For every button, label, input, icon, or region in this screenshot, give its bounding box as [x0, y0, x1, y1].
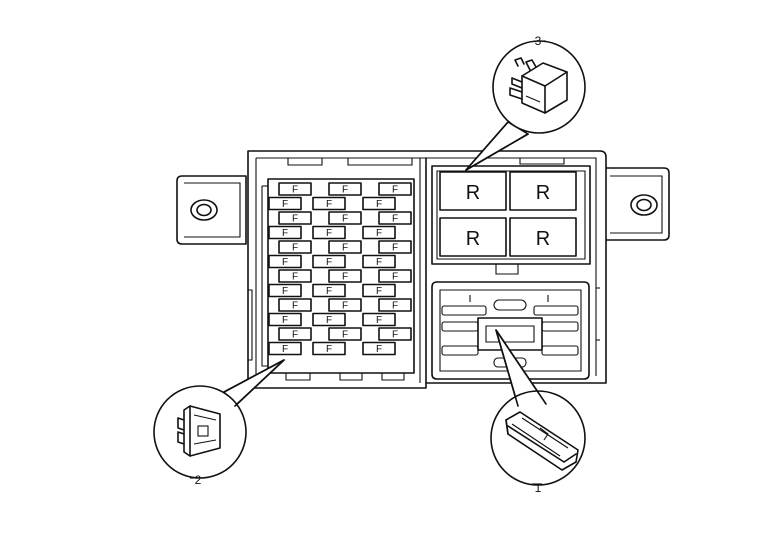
- fuse-label: F: [342, 214, 348, 225]
- callout-number-3: 3: [535, 34, 542, 48]
- fuse-label: F: [392, 214, 398, 225]
- relay-label: R: [536, 182, 550, 204]
- fuse-label: F: [326, 257, 332, 268]
- fuse-label: F: [376, 344, 382, 355]
- relay-slot: R: [509, 171, 577, 211]
- fuse-label: F: [342, 272, 348, 283]
- fuse-slot: F: [328, 269, 362, 283]
- fuse-label: F: [326, 199, 332, 210]
- fuse-slot: F: [278, 298, 312, 312]
- relay-label: R: [536, 228, 550, 250]
- fuse-label: F: [376, 257, 382, 268]
- fuse-slot: F: [268, 312, 302, 327]
- relay-slot: R: [439, 217, 507, 257]
- fuse-label: F: [282, 286, 288, 297]
- fuse-slot: F: [312, 283, 346, 298]
- fuse-slot: F: [312, 341, 346, 356]
- fuse-slot: F: [268, 225, 302, 240]
- fuse-slot: F: [278, 269, 312, 283]
- fuse-label: F: [282, 344, 288, 355]
- fuse-slot: F: [312, 254, 346, 269]
- fuse-slot: F: [362, 341, 396, 356]
- fuse-label: F: [392, 272, 398, 283]
- fuse-slot: F: [312, 196, 346, 211]
- fuse-label: F: [342, 243, 348, 254]
- fuse-label: F: [392, 185, 398, 196]
- fuse-label: F: [376, 315, 382, 326]
- fuse-slot: F: [268, 341, 302, 356]
- fuse-label: F: [376, 199, 382, 210]
- fuse-label: F: [326, 344, 332, 355]
- fuse-label: F: [342, 330, 348, 341]
- fuse-label: F: [282, 228, 288, 239]
- right-mounting-bracket: [603, 167, 670, 241]
- fuse-slot: F: [362, 196, 396, 211]
- fuse-slot: F: [328, 240, 362, 254]
- fuse-slot: F: [312, 225, 346, 240]
- relay-slot: R: [509, 217, 577, 257]
- callout-number-1: 1: [535, 481, 542, 495]
- left-mounting-bracket: [176, 175, 247, 245]
- fuse-slot: F: [268, 283, 302, 298]
- fuse-slot: F: [362, 283, 396, 298]
- fuse-label: F: [282, 315, 288, 326]
- relay-label: R: [466, 228, 480, 250]
- fuse-label: F: [292, 185, 298, 196]
- fuse-label: F: [342, 185, 348, 196]
- fuse-slot: F: [362, 312, 396, 327]
- fuse-label: F: [326, 228, 332, 239]
- fuse-label: F: [282, 199, 288, 210]
- fuse-slot: F: [378, 211, 412, 225]
- fuse-label: F: [392, 330, 398, 341]
- fuse-label: F: [292, 330, 298, 341]
- callout-fuse-detail: 2: [153, 359, 285, 487]
- fuse-label: F: [392, 301, 398, 312]
- fuse-label: F: [292, 301, 298, 312]
- fuse-slot: F: [378, 269, 412, 283]
- fuse-slot: F: [378, 298, 412, 312]
- fuse-slot: F: [362, 254, 396, 269]
- fuse-label: F: [292, 214, 298, 225]
- fuse-label: F: [392, 243, 398, 254]
- relay-slot: R: [439, 171, 507, 211]
- fuse-slot: F: [362, 225, 396, 240]
- callout-relay-detail: 3: [465, 34, 586, 171]
- fuse-slot: F: [278, 240, 312, 254]
- fuse-slot: F: [268, 196, 302, 211]
- fuse-slot: F: [328, 182, 362, 196]
- fuse-label: F: [376, 228, 382, 239]
- fuse-slot: F: [378, 327, 412, 341]
- callout-puller-detail: 1: [490, 329, 586, 495]
- fuse-slot: F: [378, 240, 412, 254]
- busbar-block: [431, 281, 590, 380]
- fuse-label: F: [292, 243, 298, 254]
- fuse-slot: F: [278, 182, 312, 196]
- callout-number-2: 2: [195, 473, 202, 487]
- relay-grid: R R R R: [439, 171, 577, 257]
- fuse-slot: F: [268, 254, 302, 269]
- fuse-label: F: [326, 286, 332, 297]
- relay-panel: [431, 165, 591, 275]
- fuse-slot: F: [278, 211, 312, 225]
- fuse-label: F: [376, 286, 382, 297]
- fuse-slot: F: [328, 298, 362, 312]
- fuse-label: F: [292, 272, 298, 283]
- fuse-slot: F: [312, 312, 346, 327]
- fuse-slot: F: [328, 211, 362, 225]
- fuse-label: F: [282, 257, 288, 268]
- fuse-label: F: [342, 301, 348, 312]
- relay-label: R: [466, 182, 480, 204]
- fuse-slot: F: [278, 327, 312, 341]
- fuse-panel: [261, 178, 415, 381]
- fuse-slot: F: [328, 327, 362, 341]
- fuse-label: F: [326, 315, 332, 326]
- fuse-slot: F: [378, 182, 412, 196]
